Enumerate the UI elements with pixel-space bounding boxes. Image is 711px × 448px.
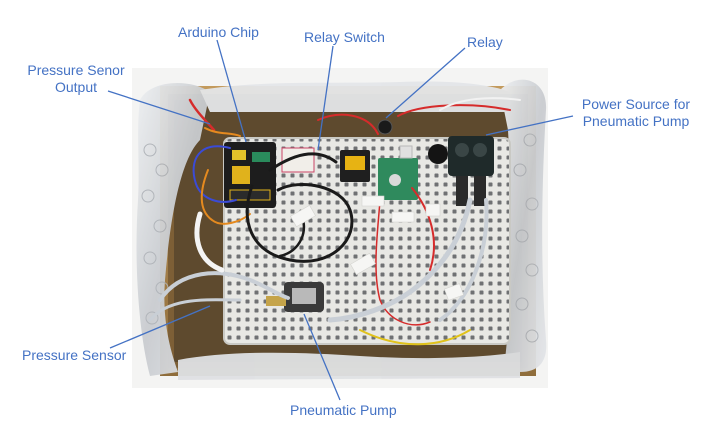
leader-pressure-sensor xyxy=(109,305,211,349)
leader-power-source xyxy=(485,115,574,136)
leader-relay xyxy=(385,47,466,119)
label-relay: Relay xyxy=(467,34,503,50)
leader-lines xyxy=(107,39,574,401)
bubble-wrap xyxy=(136,79,547,380)
pneumatic-pump-body xyxy=(266,282,324,312)
label-pressure-sensor-output-line1: Pressure Senor xyxy=(27,62,125,78)
label-pressure-sensor-output: Pressure Senor Output xyxy=(18,62,134,96)
label-power-source-line1: Power Source for xyxy=(581,96,691,112)
label-pressure-sensor: Pressure Sensor xyxy=(22,347,127,363)
label-pressure-sensor-output-line2: Output xyxy=(54,79,98,95)
label-pneumatic-pump: Pneumatic Pump xyxy=(290,402,397,418)
label-power-source-line2: Pneumatic Pump xyxy=(582,113,690,129)
leader-relay-switch xyxy=(317,45,334,151)
leader-pressure-output xyxy=(107,90,211,125)
wires xyxy=(148,97,521,346)
label-power-source: Power Source for Pneumatic Pump xyxy=(568,96,704,130)
leader-arduino-chip xyxy=(216,39,247,143)
leader-pneumatic-pump xyxy=(303,313,341,401)
label-arduino-chip: Arduino Chip xyxy=(178,24,259,40)
label-relay-switch: Relay Switch xyxy=(304,29,385,45)
relay-board xyxy=(378,145,418,200)
tape-strips xyxy=(290,195,464,301)
power-source-block xyxy=(448,136,494,206)
relay-switch-board xyxy=(340,150,370,182)
relay-cylinder xyxy=(428,144,448,164)
